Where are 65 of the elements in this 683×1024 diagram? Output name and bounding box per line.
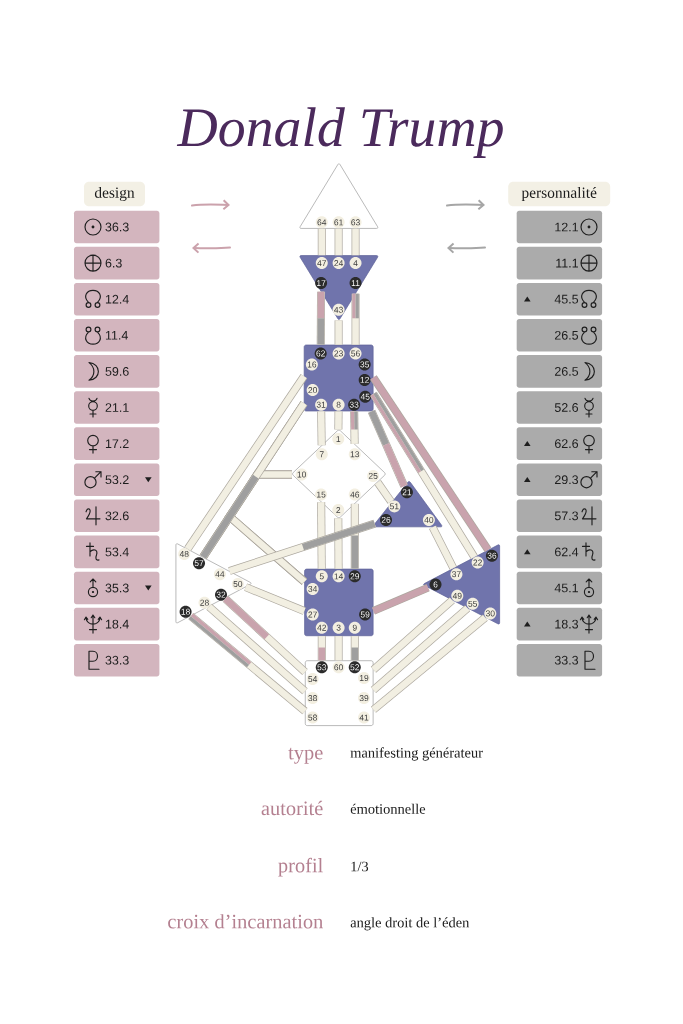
value-box: 26.5 [516, 355, 603, 388]
channel [317, 411, 326, 446]
field-value: 1/3 [351, 861, 369, 872]
channel [429, 525, 457, 570]
channel [370, 614, 488, 713]
channel [317, 502, 326, 569]
value-box: 17.2 [74, 427, 160, 460]
field-label: autorité [261, 800, 323, 816]
channel [350, 503, 359, 569]
channel [370, 375, 492, 552]
value-box: 52.6 [516, 391, 603, 424]
value-box: 12.4 [74, 282, 160, 316]
channel [370, 597, 455, 673]
channel [334, 636, 343, 661]
channel [184, 374, 308, 552]
value-box: 35.3 [74, 571, 160, 605]
value-box: 62.6 [516, 427, 603, 460]
channel [334, 518, 343, 569]
value-box: 6.3 [74, 246, 160, 280]
value-box: 11.4 [74, 319, 160, 352]
column-header: design [84, 181, 145, 207]
channel [367, 409, 408, 488]
channel [317, 636, 326, 661]
value-box: 33.3 [74, 643, 160, 677]
field-value: manifesting générateur [350, 747, 483, 761]
value-box: 26.5 [516, 319, 603, 352]
column-header: personnalité [508, 181, 611, 207]
value-box: 33.3 [516, 643, 603, 677]
value-box: 45.1 [516, 571, 603, 605]
channel [371, 583, 430, 615]
value-box: 62.4 [516, 535, 603, 569]
value-box: 18.4 [74, 607, 160, 641]
channel [206, 603, 308, 695]
channel [317, 228, 326, 256]
channel [334, 411, 343, 430]
center-triangle [299, 163, 379, 229]
value-box: 53.4 [74, 535, 160, 569]
value-box: 57.3 [516, 499, 603, 533]
title: Donald Trump [176, 107, 503, 158]
channel [369, 391, 478, 560]
field-label: croix d’incarnation [168, 914, 323, 929]
value-box: 45.5 [516, 282, 603, 316]
channel [370, 605, 471, 693]
channel [334, 320, 343, 345]
value-box: 29.3 [516, 463, 603, 496]
channel [351, 228, 360, 256]
channel [244, 583, 306, 615]
channel [188, 613, 308, 715]
value-box: 32.6 [74, 499, 160, 533]
value-box: 11.1 [516, 246, 603, 280]
channel [228, 519, 376, 575]
channel [199, 401, 308, 560]
value-box: 12.1 [516, 210, 603, 244]
channel [222, 595, 308, 675]
channel [334, 228, 343, 256]
field-value: angle droit de l’éden [350, 917, 470, 931]
value-box: 36.3 [74, 210, 160, 244]
value-box: 18.3 [516, 607, 603, 641]
field-label: profil [278, 857, 323, 877]
value-box: 53.2 [74, 463, 160, 496]
channel [374, 480, 395, 504]
field-value: émotionnelle [350, 803, 426, 814]
value-box: 59.6 [74, 355, 160, 388]
field-label: type [288, 747, 323, 764]
value-box: 21.1 [74, 391, 160, 424]
